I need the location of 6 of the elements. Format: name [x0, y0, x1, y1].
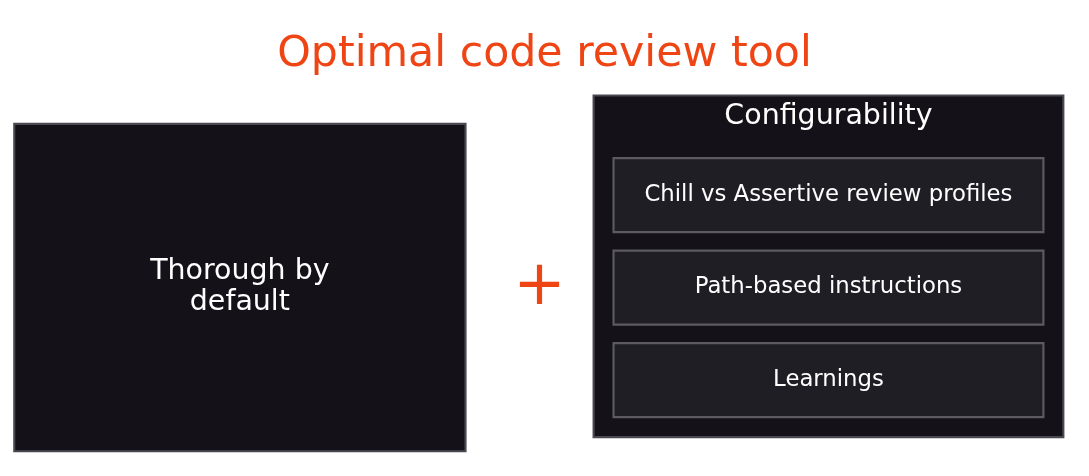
diagram-title: Optimal code review tool: [277, 25, 812, 76]
node-box: Learnings: [612, 341, 1045, 418]
node-box: Path-based instructions: [612, 249, 1045, 326]
node-box: Chill vs Assertive review profiles: [612, 156, 1045, 233]
label: +: [513, 245, 566, 319]
node-box: Thorough by default: [13, 122, 467, 452]
